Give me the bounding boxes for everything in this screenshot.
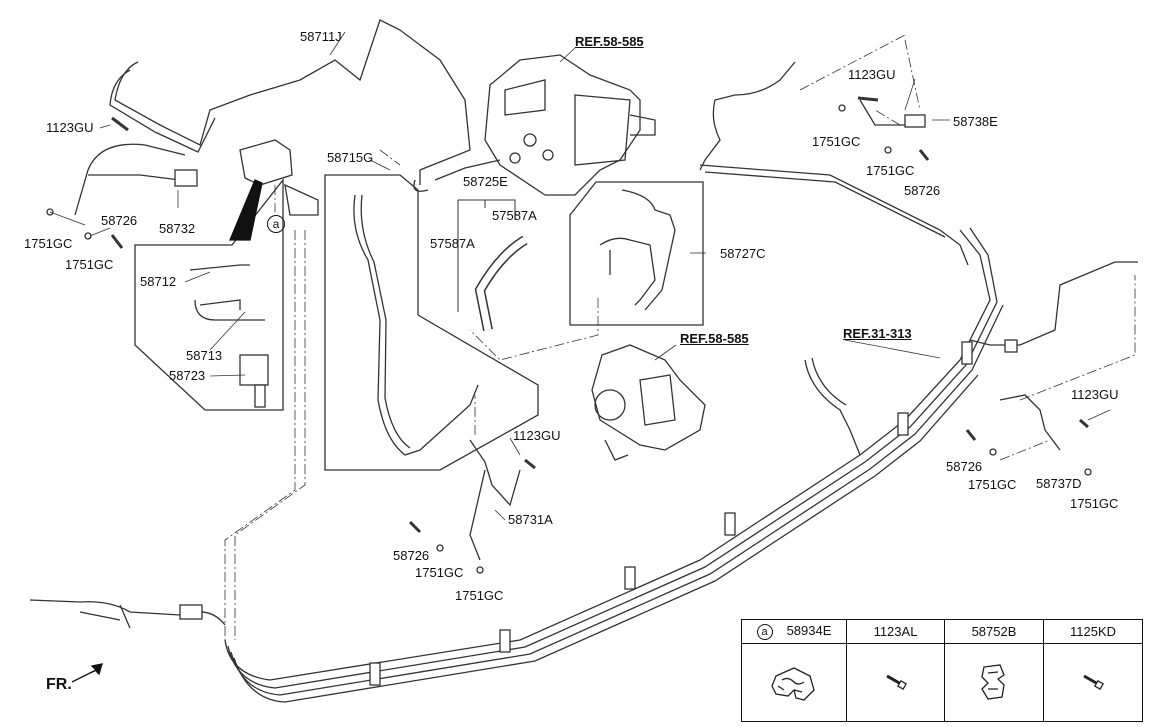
label-1751GC: 1751GC — [415, 565, 464, 580]
ref-label-abs-mid[interactable]: REF.58-585 — [680, 331, 749, 346]
label-1123GU: 1123GU — [513, 428, 561, 443]
hose-58737D — [999, 394, 1061, 451]
inset-box-58727C — [569, 181, 704, 326]
label-1751GC: 1751GC — [24, 236, 73, 251]
tube-clips — [179, 339, 1018, 686]
front-indicator: FR. — [46, 676, 72, 693]
label-1751GC: 1751GC — [968, 477, 1017, 492]
inset-box-58712 — [134, 178, 284, 411]
label-1751GC: 1751GC — [1070, 496, 1119, 511]
label-58711J: 58711J — [300, 29, 342, 44]
legend-image-1123AL — [846, 643, 945, 722]
leader-lines — [49, 31, 1111, 521]
legend-image-58934E — [741, 643, 847, 722]
label-1751GC: 1751GC — [812, 134, 861, 149]
label-58726: 58726 — [904, 183, 941, 198]
tube-right-upper — [699, 61, 796, 171]
label-58726: 58726 — [101, 213, 138, 228]
tube-right-end — [969, 261, 1138, 346]
hose-58731A — [469, 439, 521, 561]
front-arrow — [71, 663, 103, 683]
clip-58732 — [174, 169, 198, 187]
clip-58934E-icon — [771, 667, 815, 701]
legend-head-58934E: a 58934E — [741, 619, 847, 644]
ref-label-abs-top[interactable]: REF.58-585 — [575, 34, 644, 49]
bolt-1125KD-icon — [1083, 674, 1104, 690]
ref-label-31-313[interactable]: REF.31-313 — [843, 326, 912, 341]
bolt-1123AL-icon — [885, 674, 907, 690]
legend-image-58752B — [944, 643, 1044, 722]
legend-marker-a: a — [756, 624, 773, 640]
tube-58711J — [114, 19, 471, 185]
label-57587A: 57587A — [492, 208, 537, 223]
parts-legend-table: a 58934E 1123AL 58752B 1125KD — [741, 619, 1143, 722]
label-1751GC: 1751GC — [455, 588, 504, 603]
label-1123GU: 1123GU — [848, 67, 896, 82]
legend-part-1125KD: 1125KD — [1043, 619, 1143, 644]
bolts-and-washers — [46, 104, 1092, 574]
guide-lines — [224, 34, 1136, 640]
label-1123GU: 1123GU — [1071, 387, 1119, 402]
front-left-line — [29, 599, 226, 626]
label-1751GC: 1751GC — [866, 163, 915, 178]
inset-box-58715G — [324, 174, 539, 471]
label-58715G: 58715G — [327, 150, 374, 165]
label-1123GU: 1123GU — [46, 120, 94, 135]
label-58738E: 58738E — [953, 114, 998, 129]
label-57587A: 57587A — [430, 236, 475, 251]
callout-wedge — [229, 179, 263, 241]
label-58737D: 58737D — [1036, 476, 1082, 491]
label-58725E: 58725E — [463, 174, 508, 189]
label-58713: 58713 — [186, 348, 223, 363]
legend-image-1125KD — [1043, 643, 1143, 722]
label-58712: 58712 — [140, 274, 177, 289]
callout-circle-a: a — [267, 215, 285, 233]
tube-58732 — [74, 143, 186, 216]
label-58723: 58723 — [169, 368, 206, 383]
abs-module-mid — [591, 344, 706, 461]
label-58726: 58726 — [393, 548, 430, 563]
main-brake-tube-bundle — [224, 227, 1004, 703]
label-58731A: 58731A — [508, 512, 553, 527]
label-58727C: 58727C — [720, 246, 766, 261]
legend-part-58934E: 58934E — [786, 623, 832, 638]
abs-module-top — [484, 54, 656, 196]
legend-part-58752B: 58752B — [944, 619, 1044, 644]
label-58726: 58726 — [946, 459, 983, 474]
label-58732: 58732 — [159, 221, 196, 236]
label-1751GC: 1751GC — [65, 257, 114, 272]
clip-58752B-icon — [981, 664, 1005, 700]
legend-part-1123AL: 1123AL — [846, 619, 945, 644]
